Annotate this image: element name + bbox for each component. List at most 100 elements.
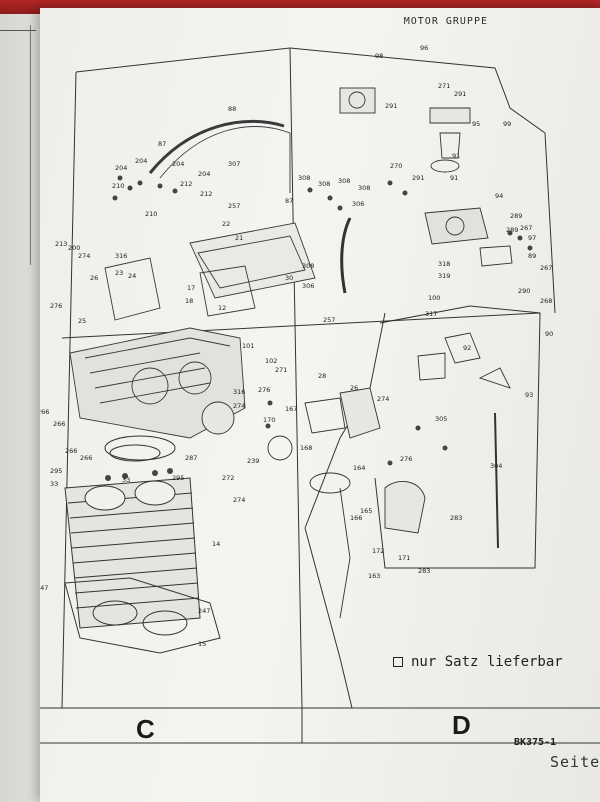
callout: 295 [172, 474, 184, 482]
callout: 291 [412, 174, 424, 182]
callout: 170 [263, 416, 275, 424]
callout: 30 [285, 274, 293, 282]
callout: 308 [318, 180, 330, 188]
callout: 91 [450, 174, 458, 182]
callout: 200 [68, 244, 80, 252]
callout: 26 [350, 384, 358, 392]
callout: 319 [438, 272, 450, 280]
callout: 171 [398, 554, 410, 562]
callout: 266 [65, 447, 77, 455]
callout: 274 [233, 402, 245, 410]
callout: 97 [528, 234, 536, 242]
callout: 266 [40, 408, 49, 416]
callout: 247 [198, 607, 210, 615]
callout: 213 [55, 240, 67, 248]
cylinder-head-group [69, 119, 316, 439]
callout: 164 [353, 464, 365, 472]
callout: 26 [90, 274, 98, 282]
callout: 99 [503, 120, 511, 128]
callout: 274 [233, 496, 245, 504]
callout: 271 [438, 82, 450, 90]
callout: 283 [450, 514, 462, 522]
callout: 308 [298, 174, 310, 182]
callout: 95 [472, 120, 480, 128]
callout: 87 [285, 197, 293, 205]
callout: 204 [198, 170, 210, 178]
callout: 21 [235, 234, 243, 242]
document-code: BK375-1 [514, 737, 557, 748]
callout: 295 [50, 467, 62, 475]
callout: 212 [200, 190, 212, 198]
callout: 290 [518, 287, 530, 295]
section-label-d: D [452, 710, 471, 740]
page-header: MOTOR GRUPPE [403, 16, 488, 27]
callout: 305 [435, 415, 447, 423]
callout: 306 [302, 282, 314, 290]
page-word: Seite [550, 753, 600, 771]
callout: 317 [425, 310, 437, 318]
callout: 212 [180, 180, 192, 188]
callout: 239 [247, 457, 259, 465]
callout: 91 [452, 152, 460, 160]
callout: 168 [300, 444, 312, 452]
callout: 33 [122, 476, 130, 484]
callout: 274 [377, 395, 389, 403]
callout: 94 [495, 192, 503, 200]
callout: 17 [187, 284, 195, 292]
callout: 276 [50, 302, 62, 310]
callout: 257 [228, 202, 240, 210]
callout: 172 [372, 547, 384, 555]
callout: 93 [525, 391, 533, 399]
callout: 204 [135, 157, 147, 165]
callout: 307 [228, 160, 240, 168]
callout: 247 [40, 584, 48, 592]
cylinder-block [64, 435, 221, 654]
callout: 25 [78, 317, 86, 325]
callout: 308 [358, 184, 370, 192]
callout: 23 [115, 269, 123, 277]
callout: 24 [128, 272, 136, 280]
callout: 90 [545, 330, 553, 338]
catalog-page: MOTOR GRUPPE [40, 8, 600, 802]
callout: 266 [80, 454, 92, 462]
callout: 89 [528, 252, 536, 260]
callout: 96 [420, 44, 428, 52]
callout: 318 [438, 260, 450, 268]
callout: 165 [360, 507, 372, 515]
callout: 308 [302, 262, 314, 270]
callout: 316 [115, 252, 127, 260]
callout: 271 [275, 366, 287, 374]
callout: 289 [506, 226, 518, 234]
callout: 92 [463, 344, 471, 352]
callout: 14 [212, 540, 220, 548]
callout: 102 [265, 357, 277, 365]
exploded-parts-diagram: 98 96 271 291 291 95 99 88 87 307 270 29… [40, 44, 600, 744]
callout: 204 [115, 164, 127, 172]
callout: 276 [258, 386, 270, 394]
callout: 88 [228, 105, 236, 113]
callout: 268 [540, 297, 552, 305]
callout: 274 [78, 252, 90, 260]
callout: 306 [352, 200, 364, 208]
callout: 18 [185, 297, 193, 305]
callout: 304 [490, 462, 502, 470]
callout: 266 [53, 420, 65, 428]
callout: 291 [385, 102, 397, 110]
callout: 28 [318, 372, 326, 380]
callout: 257 [323, 316, 335, 324]
callout: 98 [375, 52, 383, 60]
callout: 308 [338, 177, 350, 185]
checkbox-square-icon [393, 657, 403, 667]
callout: 163 [368, 572, 380, 580]
callout: 276 [400, 455, 412, 463]
callout: 270 [390, 162, 402, 170]
legend-text: nur Satz lieferbar [411, 654, 563, 670]
callout: 12 [218, 304, 226, 312]
callout: 101 [242, 342, 254, 350]
underlying-page-line [0, 30, 36, 31]
callout-numbers: 98 96 271 291 291 95 99 88 87 307 270 29… [40, 44, 553, 648]
callout: 22 [222, 220, 230, 228]
section-label-c: C [136, 714, 155, 744]
callout: 210 [112, 182, 124, 190]
callout: 289 [510, 212, 522, 220]
